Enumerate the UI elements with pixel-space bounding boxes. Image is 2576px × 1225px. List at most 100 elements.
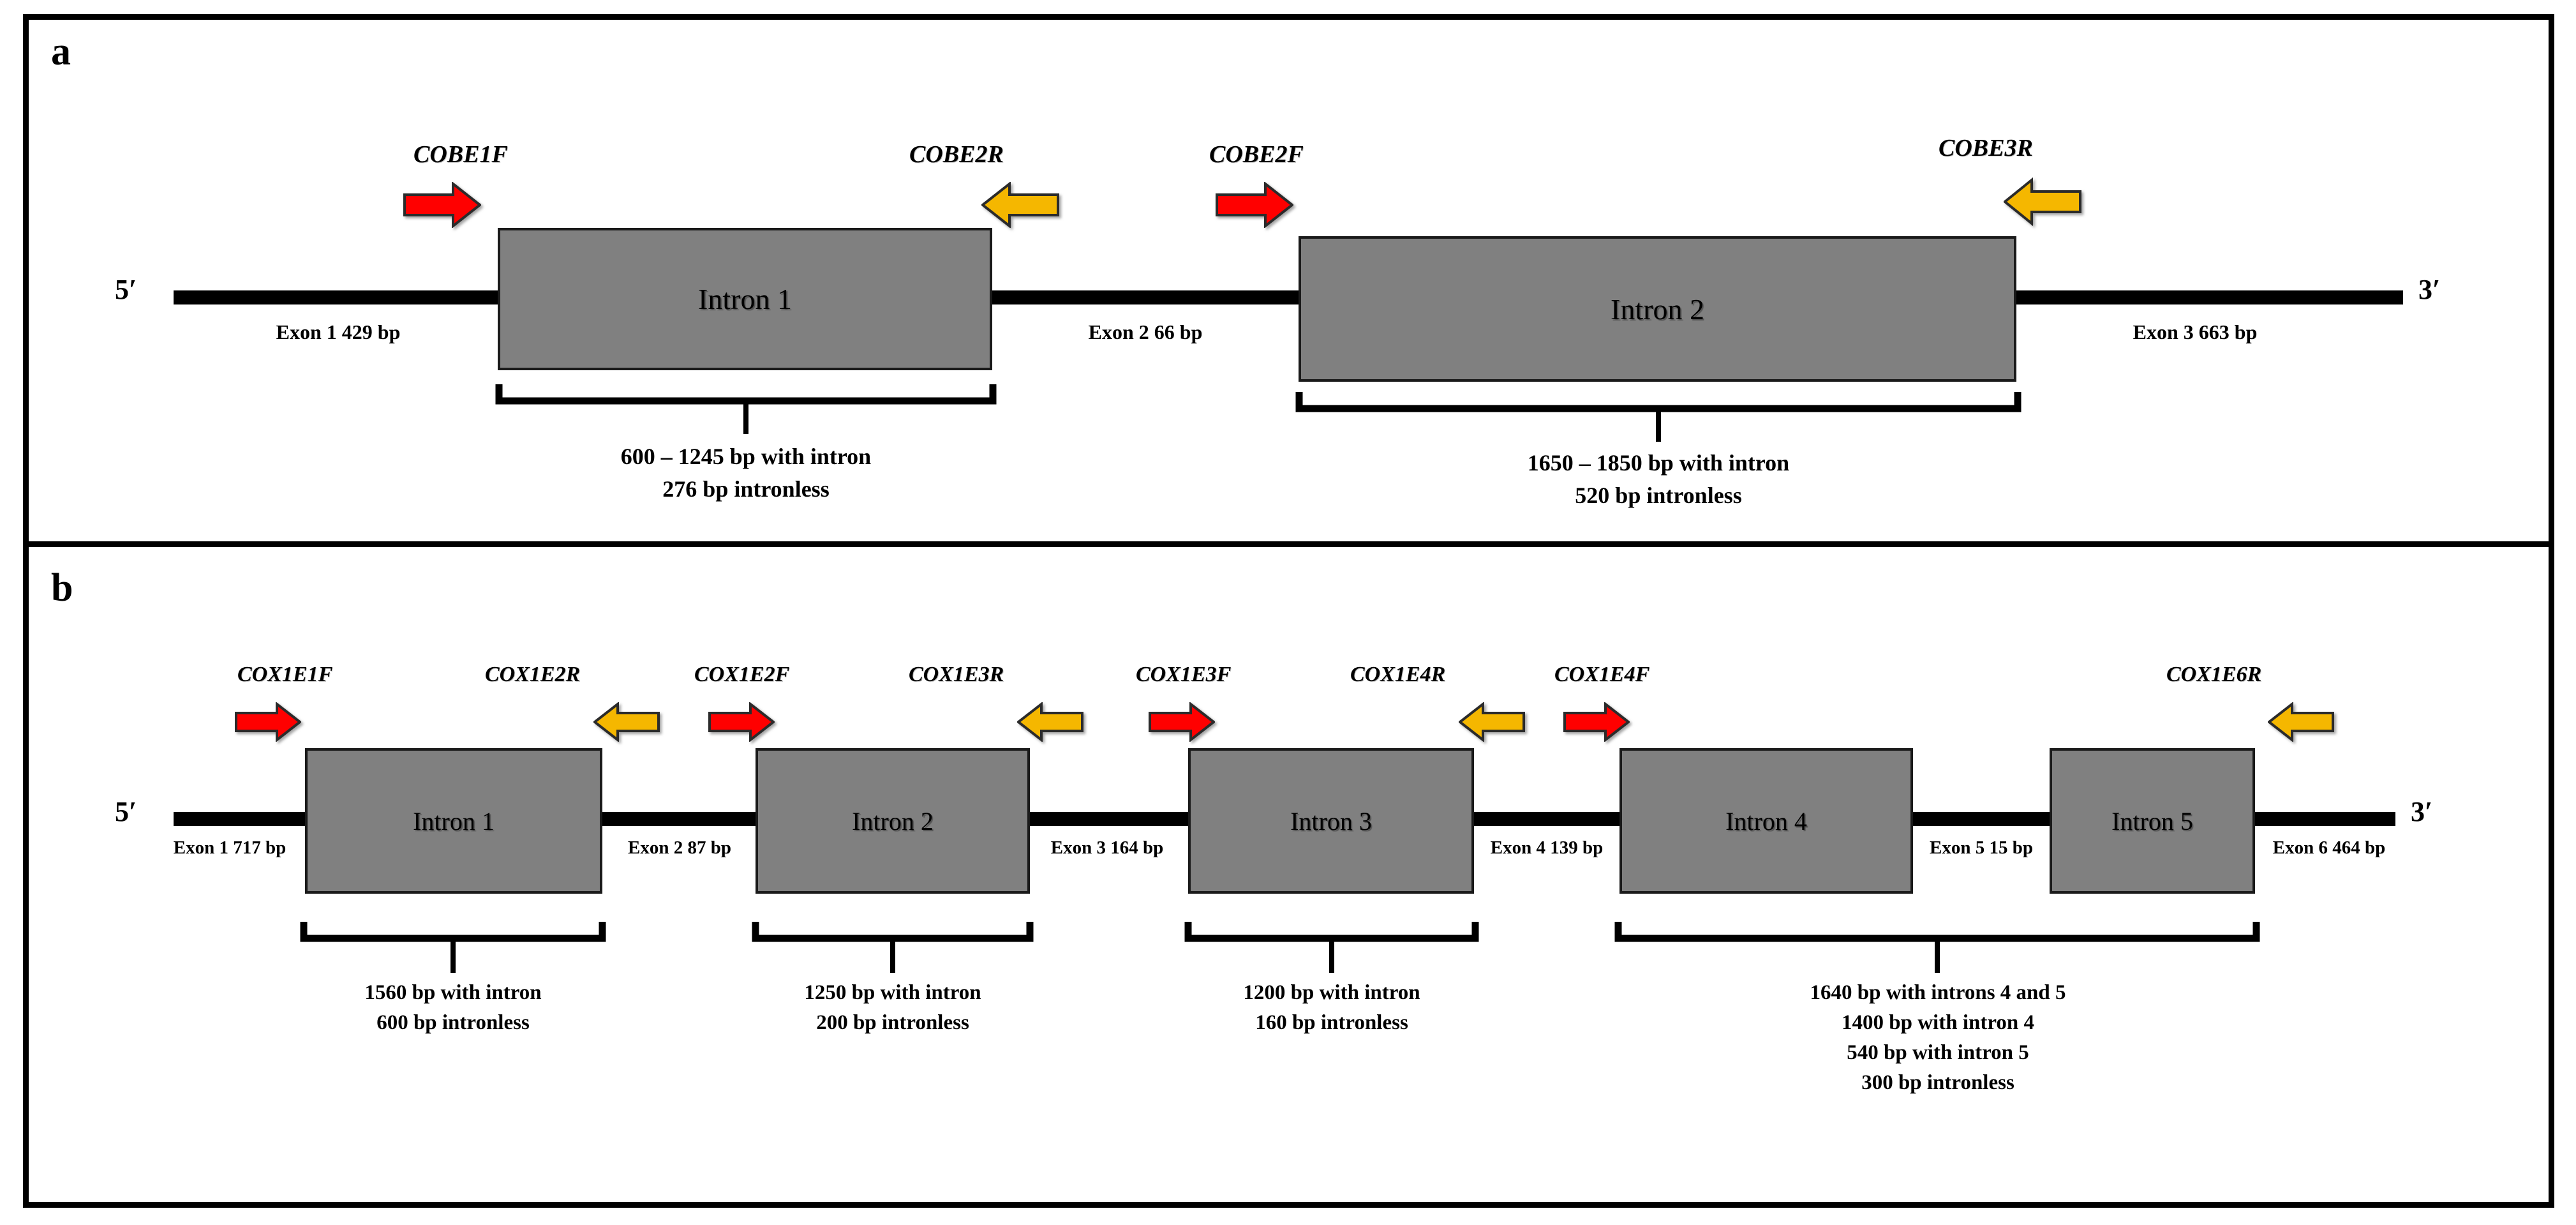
panel-a-exon-3-label: Exon 3 663 bp	[2099, 319, 2291, 345]
panel-a-amplicon-1-bracket	[495, 382, 997, 437]
panel-b-amplicon-3-text: 1200 bp with intron 160 bp intronless	[1124, 978, 1539, 1038]
panel-b-letter: b	[51, 566, 73, 610]
panel-b-intron-2-box: Intron 2	[756, 748, 1030, 894]
forward-primer-arrow-cobe1f	[403, 182, 481, 228]
reverse-primer-arrow-cox1e3r	[1017, 702, 1083, 742]
primer-label-cox1e4f: COX1E4F	[1554, 663, 1650, 686]
panel-b-exon-4-label: Exon 4 139 bp	[1464, 836, 1630, 860]
panel-a-five-prime-marker: 5′	[115, 274, 137, 305]
amplicon-line: 540 bp with intron 5	[1847, 1041, 2029, 1064]
panel-a-backbone-exon1	[174, 290, 500, 304]
primer-label-cobe1f: COBE1F	[413, 141, 508, 168]
primer-label-cox1e3f: COX1E3F	[1136, 663, 1232, 686]
panel-a-exon-2-label: Exon 2 66 bp	[1050, 319, 1241, 345]
panel-b-exon-5-label: Exon 5 15 bp	[1898, 836, 2064, 860]
primer-label-cobe2f: COBE2F	[1209, 141, 1304, 168]
panel-a-amplicon-2-bracket	[1295, 389, 2021, 444]
primer-label-cox1e4r: COX1E4R	[1350, 663, 1446, 686]
exon-size: 87 bp	[687, 838, 731, 858]
panel-a-amplicon-1-text: 600 – 1245 bp with intron 276 bp intronl…	[491, 440, 1001, 506]
panel-b-intron-5-box: Intron 5	[2050, 748, 2255, 894]
panel-b-amplicon-2-text: 1250 bp with intron 200 bp intronless	[685, 978, 1100, 1038]
panel-b-amplicon-4-bracket	[1614, 919, 2260, 975]
exon-size: 663 bp	[2198, 320, 2258, 343]
panel-b-exon-1-label: Exon 1 717 bp	[147, 836, 313, 860]
amplicon-line: 1250 bp with intron	[804, 981, 981, 1004]
exon-size: 66 bp	[1154, 320, 1203, 343]
exon-name: Exon 2	[1088, 320, 1149, 343]
amplicon-line: 1400 bp with intron 4	[1842, 1011, 2034, 1034]
amplicon-line: 200 bp intronless	[816, 1011, 969, 1034]
primer-label-cox1e1f: COX1E1F	[237, 663, 333, 686]
forward-primer-arrow-cox1e1f	[235, 702, 301, 742]
panel-a-backbone-exon3	[2014, 290, 2403, 304]
exon-size: 139 bp	[1550, 838, 1604, 858]
panel-b-exon-6-label: Exon 6 464 bp	[2246, 836, 2412, 860]
amplicon-line: 520 bp intronless	[1575, 483, 1742, 509]
exon-size: 164 bp	[1110, 838, 1164, 858]
panel-b-amplicon-1-text: 1560 bp with intron 600 bp intronless	[246, 978, 660, 1038]
exon-size: 717 bp	[233, 838, 287, 858]
reverse-primer-arrow-cox1e2r	[593, 702, 660, 742]
exon-size: 464 bp	[2332, 838, 2386, 858]
panel-b-intron-4-box: Intron 4	[1619, 748, 1913, 894]
exon-size: 429 bp	[341, 320, 401, 343]
forward-primer-arrow-cobe2f	[1216, 182, 1293, 228]
panel-a-letter: a	[51, 30, 71, 73]
panel-b-backbone-exon5	[1910, 812, 2052, 826]
panel-a-amplicon-2-text: 1650 – 1850 bp with intron 520 bp intron…	[1403, 447, 1914, 512]
exon-name: Exon 5	[1930, 838, 1985, 858]
panel-a-intron-1-box: Intron 1	[498, 228, 992, 370]
panel-a-exon-1-label: Exon 1 429 bp	[242, 319, 434, 345]
panel-b-backbone-exon1	[174, 812, 308, 826]
amplicon-line: 1560 bp with intron	[364, 981, 542, 1004]
panel-b-backbone-exon4	[1471, 812, 1622, 826]
amplicon-line: 600 bp intronless	[376, 1011, 530, 1034]
panel-b-five-prime-marker: 5′	[115, 796, 137, 827]
forward-primer-arrow-cox1e2f	[708, 702, 775, 742]
forward-primer-arrow-cox1e3f	[1149, 702, 1215, 742]
primer-label-cobe3r: COBE3R	[1939, 135, 2033, 162]
exon-name: Exon 1	[276, 320, 337, 343]
panel-b-exon-3-label: Exon 3 164 bp	[1024, 836, 1190, 860]
panel-a-backbone-exon2	[989, 290, 1302, 304]
amplicon-line: 600 – 1245 bp with intron	[620, 444, 872, 469]
amplicon-line: 1640 bp with introns 4 and 5	[1810, 981, 2066, 1004]
exon-name: Exon 6	[2272, 838, 2328, 858]
exon-name: Exon 2	[628, 838, 683, 858]
reverse-primer-arrow-cobe2r	[981, 182, 1059, 228]
primer-label-cobe2r: COBE2R	[909, 141, 1004, 168]
panel-b-intron-1-box: Intron 1	[305, 748, 602, 894]
exon-name: Exon 3	[2133, 320, 2194, 343]
panel-b-three-prime-marker: 3′	[2411, 796, 2433, 827]
panel-b-amplicon-4-text: 1640 bp with introns 4 and 5 1400 bp wit…	[1731, 978, 2145, 1097]
panel-b-backbone-exon3	[1027, 812, 1191, 826]
panel-b-backbone-exon2	[600, 812, 757, 826]
panel-b-intron-3-box: Intron 3	[1188, 748, 1474, 894]
panel-a-three-prime-marker: 3′	[2418, 274, 2441, 305]
panel-divider	[23, 541, 2554, 547]
panel-b-amplicon-1-bracket	[300, 919, 606, 975]
reverse-primer-arrow-cobe3r	[2004, 177, 2081, 226]
amplicon-line: 300 bp intronless	[1861, 1071, 2014, 1094]
primer-label-cox1e2r: COX1E2R	[485, 663, 581, 686]
panel-b-amplicon-3-bracket	[1184, 919, 1479, 975]
reverse-primer-arrow-cox1e4r	[1459, 702, 1525, 742]
exon-name: Exon 3	[1050, 838, 1106, 858]
primer-label-cox1e6r: COX1E6R	[2166, 663, 2262, 686]
panel-b-exon-2-label: Exon 2 87 bp	[597, 836, 763, 860]
amplicon-line: 1200 bp with intron	[1243, 981, 1420, 1004]
amplicon-line: 160 bp intronless	[1255, 1011, 1408, 1034]
panel-a-intron-2-box: Intron 2	[1299, 236, 2016, 382]
primer-label-cox1e2f: COX1E2F	[694, 663, 790, 686]
forward-primer-arrow-cox1e4f	[1563, 702, 1630, 742]
amplicon-line: 276 bp intronless	[662, 476, 830, 502]
amplicon-line: 1650 – 1850 bp with intron	[1527, 450, 1790, 476]
exon-name: Exon 1	[173, 838, 228, 858]
primer-label-cox1e3r: COX1E3R	[909, 663, 1004, 686]
reverse-primer-arrow-cox1e6r	[2268, 702, 2334, 742]
panel-b-amplicon-2-bracket	[752, 919, 1034, 975]
exon-name: Exon 4	[1490, 838, 1545, 858]
panel-b-backbone-exon6	[2252, 812, 2395, 826]
